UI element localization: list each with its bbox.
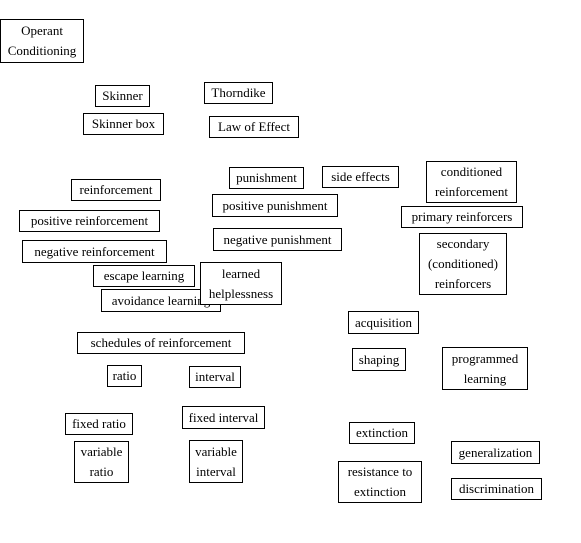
node-generalization: generalization xyxy=(451,441,540,464)
node-label: interval xyxy=(195,369,235,384)
node-label: primary reinforcers xyxy=(411,209,513,224)
node-label: punishment xyxy=(236,170,297,185)
node-avoidance-learning: avoidance learning xyxy=(101,289,221,312)
node-primary-reinforcers: primary reinforcers xyxy=(401,206,523,228)
node-label: escape learning xyxy=(103,268,185,283)
node-fixed-interval: fixed interval xyxy=(182,406,265,429)
node-skinner-box: Skinner box xyxy=(83,113,164,135)
node-schedules-of-reinforcement: schedules of reinforcement xyxy=(77,332,245,354)
node-positive-reinforcement: positive reinforcement xyxy=(19,210,160,232)
node-label: positive reinforcement xyxy=(30,213,149,228)
node-operant-conditioning: Operant Conditioning xyxy=(0,19,84,63)
node-side-effects: side effects xyxy=(322,166,399,188)
node-label: fixed interval xyxy=(188,409,259,425)
node-label: schedules of reinforcement xyxy=(90,335,232,350)
node-thorndike: Thorndike xyxy=(204,82,273,104)
node-ratio: ratio xyxy=(107,365,142,387)
node-negative-reinforcement: negative reinforcement xyxy=(22,240,167,263)
node-label: side effects xyxy=(331,169,390,184)
node-positive-punishment: positive punishment xyxy=(212,194,338,217)
node-label: negative reinforcement xyxy=(34,243,155,259)
node-negative-punishment: negative punishment xyxy=(213,228,342,251)
node-label: Skinner box xyxy=(91,116,156,131)
node-variable-interval: variable interval xyxy=(189,440,243,483)
node-label: conditioned reinforcement xyxy=(435,164,508,199)
node-label: secondary (conditioned) reinforcers xyxy=(427,236,499,291)
node-label: avoidance learning xyxy=(111,292,211,308)
node-skinner: Skinner xyxy=(95,85,150,107)
node-label: negative punishment xyxy=(223,231,332,247)
node-punishment: punishment xyxy=(229,167,304,189)
node-extinction: extinction xyxy=(349,422,415,444)
node-resistance-to-extinction: resistance to extinction xyxy=(338,461,422,503)
node-label: positive punishment xyxy=(222,197,328,213)
node-label: variable ratio xyxy=(80,444,123,479)
node-variable-ratio: variable ratio xyxy=(74,441,129,483)
node-escape-learning: escape learning xyxy=(93,265,195,287)
node-label: shaping xyxy=(358,351,400,367)
node-label: variable interval xyxy=(195,443,237,479)
node-law-of-effect: Law of Effect xyxy=(209,116,299,138)
node-secondary-reinforcers: secondary (conditioned) reinforcers xyxy=(419,233,507,295)
node-fixed-ratio: fixed ratio xyxy=(65,413,133,435)
node-programmed-learning: programmed learning xyxy=(442,347,528,390)
node-label: Skinner xyxy=(102,88,143,103)
node-label: extinction xyxy=(356,425,408,440)
node-label: Operant Conditioning xyxy=(7,23,77,58)
node-label: resistance to extinction xyxy=(347,464,413,499)
node-label: discrimination xyxy=(458,481,535,496)
node-label: generalization xyxy=(458,444,533,460)
node-acquisition: acquisition xyxy=(348,311,419,334)
node-label: Thorndike xyxy=(211,85,266,100)
node-label: fixed ratio xyxy=(72,416,126,431)
node-reinforcement: reinforcement xyxy=(71,179,161,201)
node-shaping: shaping xyxy=(352,348,406,371)
node-label: Law of Effect xyxy=(218,119,290,134)
node-label: ratio xyxy=(112,368,137,383)
node-interval: interval xyxy=(189,366,241,388)
node-label: reinforcement xyxy=(79,182,153,197)
node-conditioned-reinforcement: conditioned reinforcement xyxy=(426,161,517,203)
node-label: programmed learning xyxy=(451,350,519,386)
node-label: acquisition xyxy=(354,314,413,330)
node-discrimination: discrimination xyxy=(451,478,542,500)
node-learned-helplessness: learned helplessness xyxy=(200,262,282,305)
node-label: learned helplessness xyxy=(208,265,274,301)
